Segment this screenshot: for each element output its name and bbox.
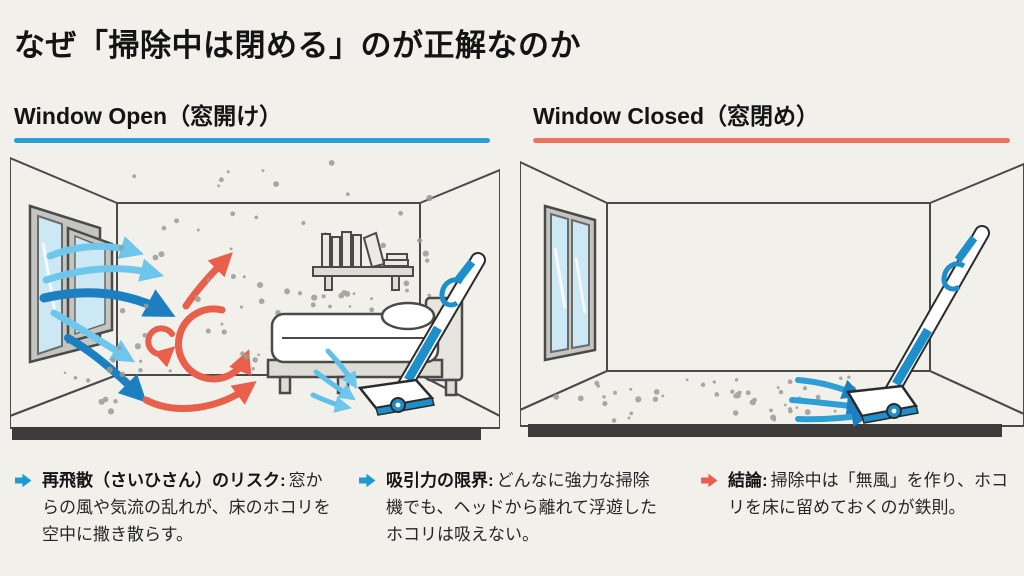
turbulence-swirls — [142, 252, 257, 412]
panel-closed-underline — [533, 138, 1010, 143]
room-closed-illustration — [520, 160, 1024, 437]
note-body-text: 窓からの風や気流の乱れが、床のホコリを空中に撒き散らす。 — [42, 471, 331, 544]
note-bold-text: 吸引力の限界: — [386, 471, 494, 490]
panel-open-underline — [14, 138, 490, 143]
panel-closed-title: Window Closed（窓閉め） — [533, 103, 820, 129]
right-arrow-icon — [15, 473, 32, 488]
panel-closed-header: Window Closed（窓閉め） — [533, 97, 1010, 143]
panel-open-header: Window Open（窓開け） — [14, 97, 490, 143]
note-resuspension: 再飛散（さいひさん）のリスク:窓からの風や気流の乱れが、床のホコリを空中に撒き散… — [14, 468, 332, 549]
dust-particles-window-floor — [63, 343, 142, 415]
note-body-text: どんなに強力な掃除機でも、ヘッドから離れて浮遊したホコリは吸えない。 — [386, 471, 657, 544]
note-body-text: 掃除中は「無風」を作り、ホコリを床に留めておくのが鉄則。 — [728, 471, 1008, 517]
incoming-wind-arrows — [39, 236, 176, 403]
closed-window — [543, 204, 597, 362]
note-bold-text: 再飛散（さいひさん）のリスク: — [42, 471, 286, 490]
panel-open-title: Window Open（窓開け） — [14, 103, 283, 129]
right-arrow-icon — [359, 473, 376, 488]
note-suction-limit: 吸引力の限界:どんなに強力な掃除機でも、ヘッドから離れて浮遊したホコリは吸えない… — [358, 468, 660, 549]
floor-front-edge — [12, 427, 481, 440]
suction-arrows-open — [310, 348, 358, 413]
stick-vacuum-open — [357, 252, 486, 416]
right-arrow-icon — [701, 473, 718, 488]
bed — [266, 296, 464, 397]
bookshelf — [312, 231, 414, 291]
note-conclusion: 結論:掃除中は「無風」を作り、ホコリを床に留めておくのが鉄則。 — [700, 468, 1014, 522]
page-title: なぜ「掃除中は閉める」のが正解なのか — [14, 28, 581, 63]
stick-vacuum-closed — [845, 225, 990, 424]
room-open-illustration — [10, 156, 500, 440]
floor-front-edge — [528, 424, 1002, 437]
dust-particles-bed — [275, 288, 356, 316]
note-bold-text: 結論: — [728, 471, 768, 490]
